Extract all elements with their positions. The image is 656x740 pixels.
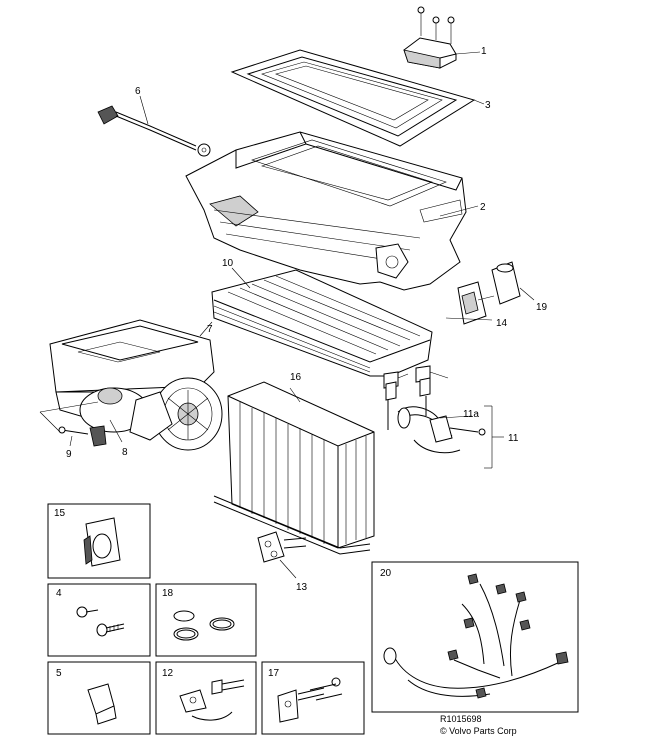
part-4-screws — [76, 606, 125, 637]
part-20-wiring-harness — [383, 573, 569, 699]
callout-2: 2 — [480, 202, 486, 213]
part-9-resistor — [39, 401, 107, 447]
callout-1: 1 — [481, 46, 487, 57]
part-11-expansion-valve — [385, 377, 504, 469]
kit-box-5 — [47, 661, 151, 735]
part-3-gasket-frame — [230, 49, 485, 147]
callout-11: 11 — [508, 433, 519, 444]
part-6-cable — [97, 95, 211, 157]
part-2-heater-housing — [185, 131, 479, 291]
callout-20: 20 — [380, 568, 392, 579]
kit-box-20 — [371, 561, 579, 713]
part-5-clip — [87, 683, 117, 725]
part-12-bracket-kit — [179, 679, 245, 721]
callout-12: 12 — [162, 668, 174, 679]
part-17-bracket-screws — [277, 677, 343, 723]
callout-4: 4 — [56, 588, 62, 599]
callout-6: 6 — [135, 86, 141, 97]
part-14-19-valve — [445, 261, 535, 325]
part-16-evaporator — [213, 381, 375, 555]
callout-14: 14 — [496, 318, 508, 329]
callout-8: 8 — [122, 447, 128, 458]
callout-5: 5 — [56, 668, 62, 679]
kit-box-15 — [47, 503, 151, 579]
part-15-seal — [83, 517, 121, 567]
kit-box-18 — [155, 583, 257, 657]
callout-11a: 11a — [463, 409, 479, 420]
callout-13: 13 — [296, 582, 308, 593]
callout-7: 7 — [207, 324, 213, 335]
copyright-text: © Volvo Parts Corp — [440, 726, 517, 736]
part-13-pipe-flange — [257, 531, 307, 579]
callout-18: 18 — [162, 588, 174, 599]
kit-box-17 — [261, 661, 365, 735]
callout-10: 10 — [222, 258, 234, 269]
callout-3: 3 — [485, 100, 491, 111]
callout-15: 15 — [54, 508, 66, 519]
part-18-o-rings — [173, 610, 235, 641]
part-7-blower-housing — [49, 319, 223, 451]
reference-code: R1015698 — [440, 714, 482, 724]
callout-17: 17 — [268, 668, 280, 679]
kit-box-12 — [155, 661, 257, 735]
callout-9: 9 — [66, 449, 72, 460]
kit-box-4 — [47, 583, 151, 657]
callout-16: 16 — [290, 372, 302, 383]
callout-labels: 1 3 6 2 10 19 14 7 16 11a 11 9 8 13 15 4… — [54, 46, 548, 679]
callout-19: 19 — [536, 302, 548, 313]
part-1-control-module — [403, 6, 481, 69]
